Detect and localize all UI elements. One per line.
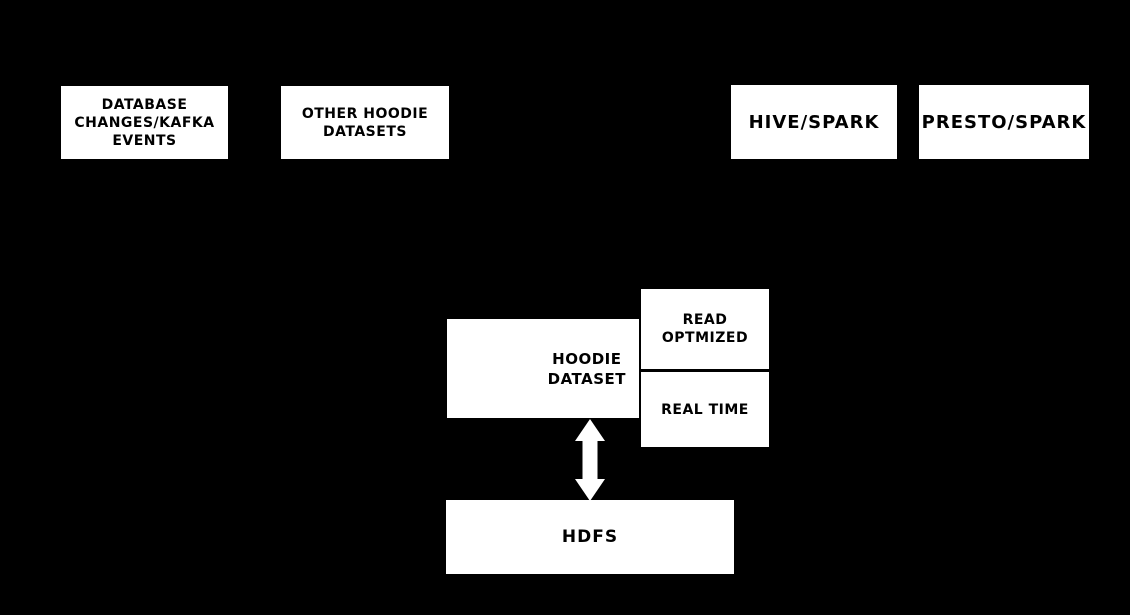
node-read-optmized-view: READ OPTMIZED	[641, 289, 769, 369]
node-other-hoodie-datasets-label: OTHER HOODIE DATASETS	[301, 105, 429, 140]
node-hdfs: HDFS	[446, 500, 734, 574]
node-real-time-label: REAL TIME	[661, 401, 749, 418]
node-hive-spark: HIVE/SPARK	[731, 85, 897, 159]
node-hive-spark-label: HIVE/SPARK	[748, 111, 880, 133]
node-presto-spark: PRESTO/SPARK	[919, 85, 1089, 159]
node-database-changes-kafka-events: DATABASE CHANGES/KAFKA EVENTS	[61, 86, 228, 159]
node-other-hoodie-datasets: OTHER HOODIE DATASETS	[281, 86, 449, 159]
node-read-optmized-label: READ OPTMIZED	[661, 312, 749, 346]
node-presto-spark-label: PRESTO/SPARK	[921, 111, 1087, 133]
node-real-time-view: REAL TIME	[641, 372, 769, 447]
node-hoodie-dataset: HOODIE DATASET	[447, 319, 639, 418]
double-arrow-icon-hoodie-hdfs	[575, 419, 605, 501]
node-hoodie-dataset-label: HOODIE DATASET	[547, 349, 626, 388]
node-hdfs-label: HDFS	[561, 527, 619, 547]
node-database-changes-kafka-events-label: DATABASE CHANGES/KAFKA EVENTS	[74, 96, 215, 149]
